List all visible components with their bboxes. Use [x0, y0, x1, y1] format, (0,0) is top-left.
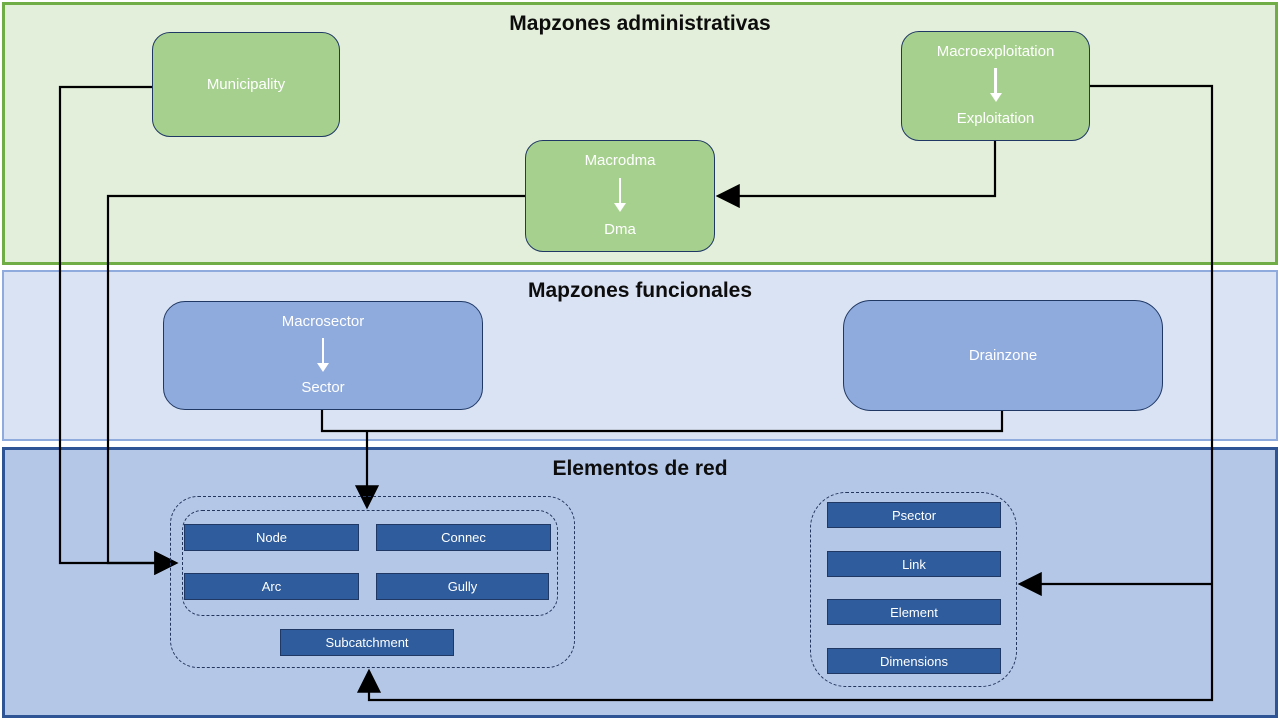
down-arrow-icon — [614, 178, 626, 212]
element-connec: Connec — [376, 524, 551, 551]
node-macrodma-label: Macrodma — [584, 152, 656, 169]
element-dimensions: Dimensions — [827, 648, 1001, 674]
element-node: Node — [184, 524, 359, 551]
connector-sector-drainzone-bus — [320, 409, 1004, 433]
element-gully-label: Gully — [447, 579, 478, 594]
node-macroexploitation-label: Macroexploitation — [936, 43, 1055, 60]
band-functional-title: Mapzones funcionales — [527, 279, 753, 302]
element-element-label: Element — [890, 604, 938, 620]
element-connec-label: Connec — [441, 530, 486, 545]
band-network-title: Elementos de red — [552, 457, 728, 480]
down-arrow-icon — [989, 68, 1002, 102]
element-dimensions-label: Dimensions — [880, 653, 948, 669]
connector-macrodma-to-left-group — [106, 194, 525, 576]
down-arrow-icon — [317, 337, 329, 372]
left-network-group-inner — [182, 510, 558, 616]
element-gully: Gully — [376, 573, 549, 600]
connector-exploitation-to-macrodma — [715, 141, 997, 209]
element-subcatchment-label: Subcatchment — [325, 635, 409, 650]
node-sector-label: Sector — [301, 379, 345, 396]
element-link-label: Link — [902, 556, 926, 572]
connector-macroexploitation-to-left-group-bottom — [356, 84, 1214, 702]
node-macrodma: Macrodma Dma — [525, 140, 715, 252]
element-link: Link — [827, 551, 1001, 577]
element-arc-label: Arc — [261, 579, 282, 594]
node-municipality-label: Municipality — [206, 76, 286, 93]
node-dma-label: Dma — [604, 221, 636, 238]
element-node-label: Node — [255, 530, 288, 545]
node-exploitation-label: Exploitation — [956, 110, 1035, 127]
band-administrative-title: Mapzones administrativas — [509, 12, 771, 35]
node-macrosector-label: Macrosector — [281, 313, 365, 330]
connector-municipality-to-left-group — [58, 85, 179, 576]
element-arc: Arc — [184, 573, 359, 600]
element-psector-label: Psector — [891, 507, 937, 523]
element-psector: Psector — [827, 502, 1001, 528]
node-drainzone: Drainzone — [843, 300, 1163, 411]
node-drainzone-label: Drainzone — [968, 347, 1038, 364]
node-macroexploitation: Macroexploitation Exploitation — [901, 31, 1090, 141]
node-municipality: Municipality — [152, 32, 340, 137]
element-subcatchment: Subcatchment — [280, 629, 454, 656]
element-element: Element — [827, 599, 1001, 625]
node-macrosector: Macrosector Sector — [163, 301, 483, 410]
right-network-group — [810, 492, 1017, 687]
